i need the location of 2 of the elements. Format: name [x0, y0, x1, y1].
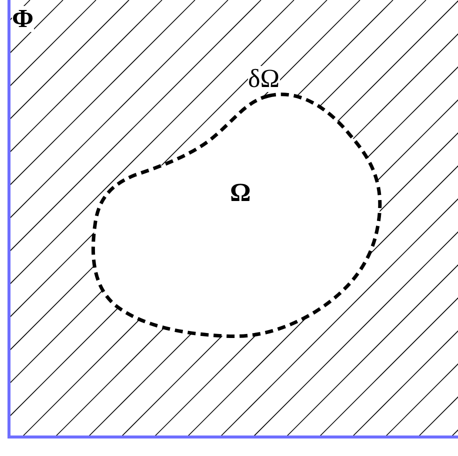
boundary-symbol: δΩ: [248, 66, 280, 92]
domain-symbol: Φ: [12, 6, 34, 32]
